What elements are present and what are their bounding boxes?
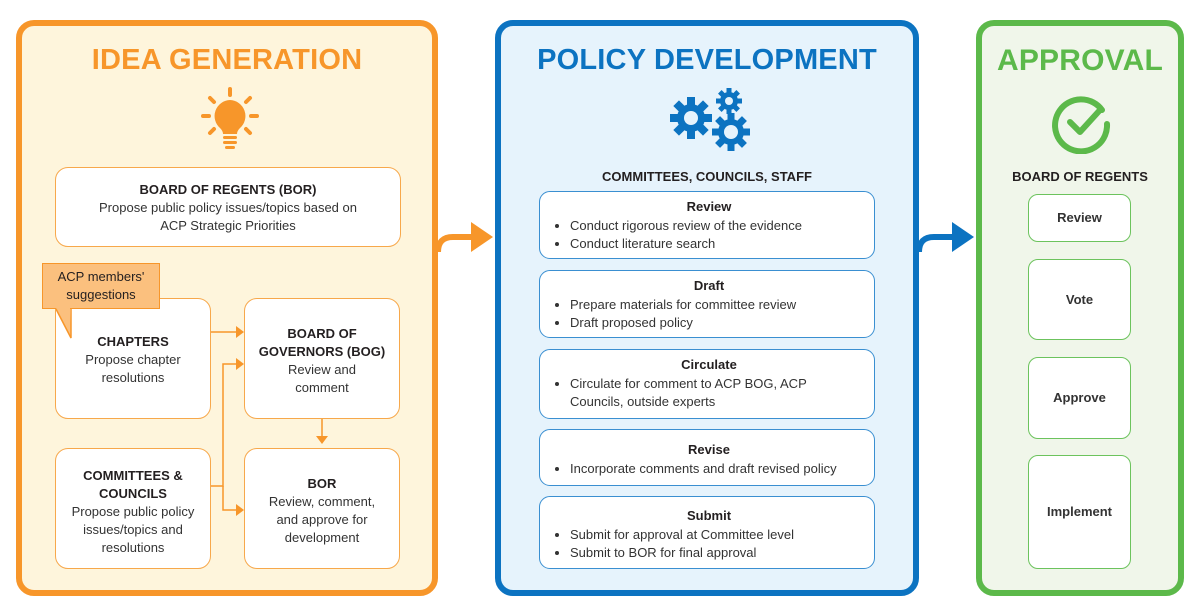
policy-step-title: Review xyxy=(686,199,732,214)
policy-step-circulate: Circulate Circulate for comment to ACP B… xyxy=(539,349,875,419)
chapters-title: CHAPTERS xyxy=(97,334,169,349)
bor-proposal-box: BOARD OF REGENTS (BOR) Propose public po… xyxy=(55,167,401,247)
policy-development-title: POLICY DEVELOPMENT xyxy=(537,44,877,76)
policy-step-draft: Draft Prepare materials for committee re… xyxy=(539,270,875,338)
bor-proposal-text: Propose public policy issues/topics base… xyxy=(99,200,357,233)
policy-step-bullet: Submit for approval at Committee level xyxy=(570,526,864,544)
bor-review-box: BOR Review, comment, and approve for dev… xyxy=(244,448,400,569)
policy-step-title: Draft xyxy=(693,278,725,293)
idea-generation-title: IDEA GENERATION xyxy=(91,44,363,76)
approval-subtitle: BOARD OF REGENTS xyxy=(1012,169,1148,184)
committees-title: COMMITTEES & COUNCILS xyxy=(83,468,183,501)
chapters-text: Propose chapter resolutions xyxy=(85,352,181,385)
lightbulb-icon xyxy=(201,87,259,149)
committees-text: Propose public policy issues/topics and … xyxy=(71,504,195,555)
bor-review-title: BOR xyxy=(307,476,337,491)
bog-title: BOARD OF GOVERNORS (BOG) xyxy=(258,326,386,359)
arrow-idea-to-policy xyxy=(435,234,473,253)
approval-step-implement: Implement xyxy=(1028,455,1131,569)
policy-step-review: Review Conduct rigorous review of the ev… xyxy=(539,191,875,259)
approval-title: APPROVAL xyxy=(996,44,1164,77)
approval-step-approve: Approve xyxy=(1028,357,1131,439)
bog-text: Review and comment xyxy=(288,362,356,395)
committees-box: COMMITTEES & COUNCILS Propose public pol… xyxy=(55,448,211,569)
bog-box: BOARD OF GOVERNORS (BOG) Review and comm… xyxy=(244,298,400,419)
policy-step-title: Revise xyxy=(688,442,730,457)
policy-development-subtitle: COMMITTEES, COUNCILS, STAFF xyxy=(602,169,812,184)
check-circle-icon xyxy=(1052,96,1111,154)
gears-icon xyxy=(670,88,750,151)
policy-step-title: Submit xyxy=(686,508,732,523)
policy-step-bullet: Draft proposed policy xyxy=(570,314,864,332)
policy-step-bullet: Prepare materials for committee review xyxy=(570,296,864,314)
policy-step-bullet: Conduct rigorous review of the evidence xyxy=(570,217,864,235)
policy-step-bullet: Circulate for comment to ACP BOG, ACP Co… xyxy=(570,375,818,411)
chapters-box: CHAPTERS Propose chapter resolutions xyxy=(55,298,211,419)
policy-step-revise: Revise Incorporate comments and draft re… xyxy=(539,429,875,486)
policy-step-title: Circulate xyxy=(681,357,737,372)
approval-step-vote: Vote xyxy=(1028,259,1131,340)
approval-step-review: Review xyxy=(1028,194,1131,242)
bor-review-text: Review, comment, and approve for develop… xyxy=(268,494,376,545)
policy-step-bullet: Submit to BOR for final approval xyxy=(570,544,864,562)
bor-proposal-title: BOARD OF REGENTS (BOR) xyxy=(139,182,317,197)
arrow-policy-to-approval xyxy=(916,234,954,253)
acp-members-callout: ACP members' suggestions xyxy=(42,263,160,309)
policy-step-bullet: Conduct literature search xyxy=(570,235,864,253)
policy-step-bullet: Incorporate comments and draft revised p… xyxy=(570,460,864,478)
policy-step-submit: Submit Submit for approval at Committee … xyxy=(539,496,875,569)
